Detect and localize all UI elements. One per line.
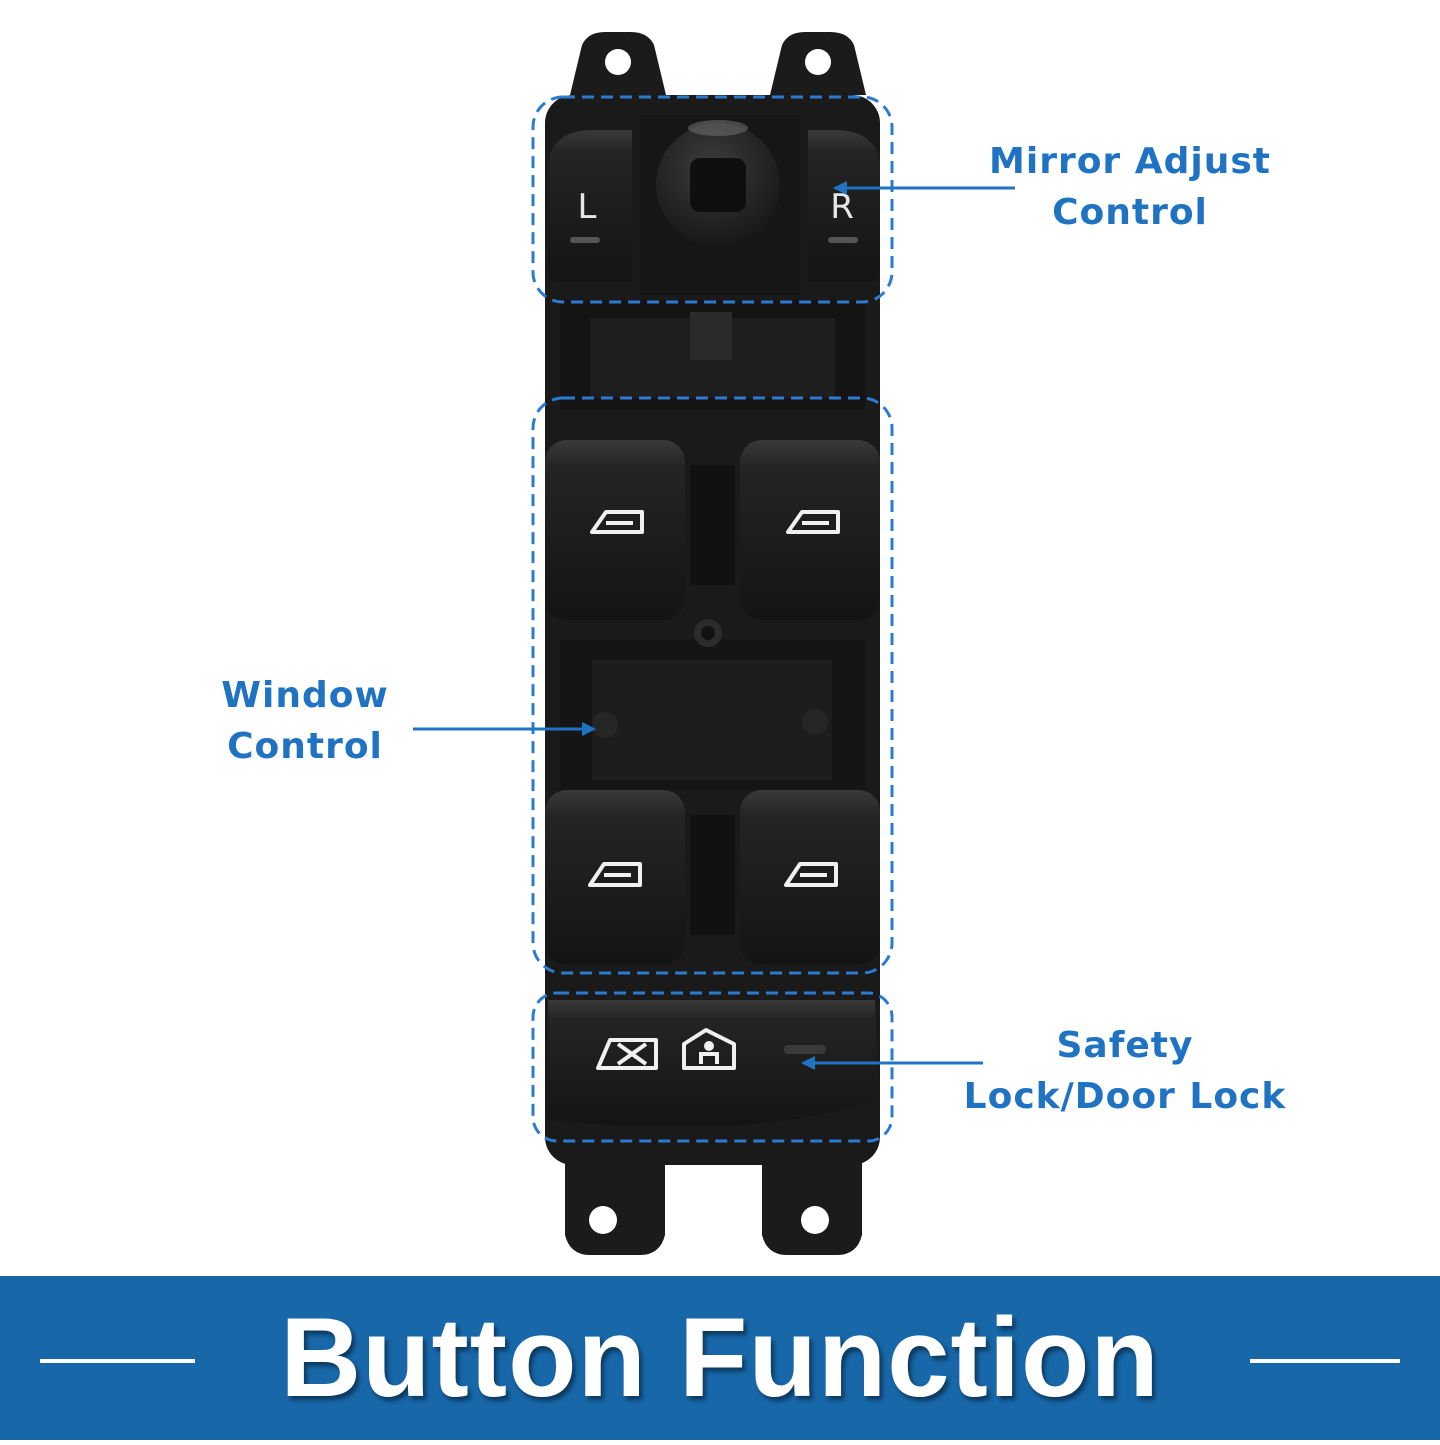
- safety-highlight-frame: [531, 991, 894, 1143]
- mirror-right-button[interactable]: R: [808, 130, 880, 282]
- mounting-tab-top-left: [570, 32, 666, 95]
- mirror-callout-line1: Mirror Adjust: [989, 141, 1271, 182]
- mounting-tab-top-right: [770, 32, 866, 95]
- banner-title: Button Function: [280, 1295, 1160, 1420]
- mirror-right-label: R: [830, 187, 854, 227]
- window-button-front-right[interactable]: [740, 440, 880, 620]
- window-callout-line1: Window: [221, 675, 389, 716]
- mirror-joystick-knob[interactable]: [640, 115, 800, 295]
- mounting-tab-bottom-left: [565, 1160, 665, 1255]
- safety-lock-button[interactable]: [548, 1000, 878, 1127]
- window-button-rear-right[interactable]: [740, 790, 880, 965]
- window-icon: [590, 510, 644, 534]
- mirror-adjust-callout: Mirror Adjust Control: [970, 136, 1290, 238]
- banner-decor-line-right: [1250, 1359, 1400, 1363]
- window-button-rear-left[interactable]: [545, 790, 685, 965]
- mirror-highlight-frame: [531, 95, 894, 304]
- window-icon: [784, 862, 838, 887]
- safety-callout-line2: Lock/Door Lock: [963, 1076, 1287, 1117]
- mounting-tab-bottom-right: [762, 1160, 862, 1255]
- safety-callout-line1: Safety: [1056, 1025, 1194, 1066]
- child-lock-icon: [682, 1028, 736, 1070]
- title-banner: Button Function: [0, 1276, 1440, 1440]
- window-button-front-left[interactable]: [545, 440, 685, 620]
- mirror-callout-line2: Control: [1052, 192, 1208, 233]
- window-callout-line2: Control: [227, 726, 383, 767]
- banner-decor-line-left: [40, 1359, 195, 1363]
- window-lock-icon: [596, 1038, 658, 1070]
- window-icon: [786, 510, 840, 534]
- mirror-left-label: L: [578, 187, 597, 227]
- window-icon: [588, 862, 642, 887]
- window-control-callout: Window Control: [165, 670, 445, 772]
- mirror-left-button[interactable]: L: [548, 130, 632, 282]
- safety-lock-callout: Safety Lock/Door Lock: [945, 1020, 1305, 1122]
- window-highlight-frame: [531, 396, 894, 975]
